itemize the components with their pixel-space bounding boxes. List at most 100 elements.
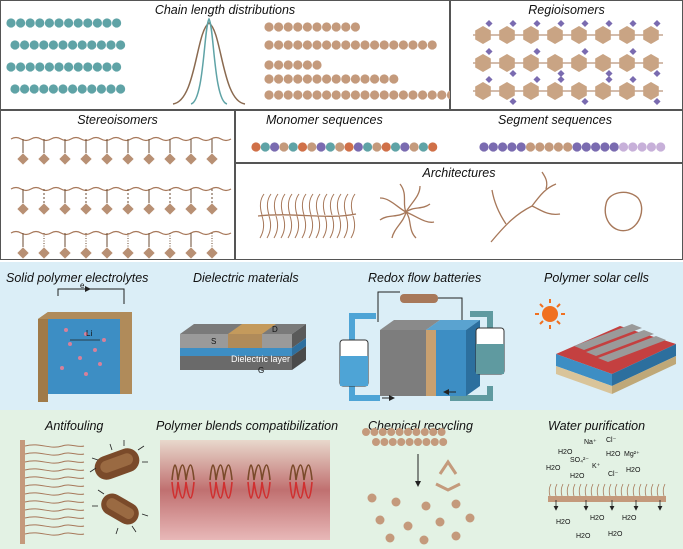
sequence-bead <box>390 142 401 152</box>
stereo-center <box>80 153 92 165</box>
substituent <box>509 19 517 28</box>
dielectric-layer-label: Dielectric layer <box>231 354 290 364</box>
bead <box>29 40 39 50</box>
substituent <box>509 69 517 78</box>
bead <box>96 40 106 50</box>
h2o-label: H2O <box>558 449 573 456</box>
substituent <box>557 19 565 28</box>
stereo-center <box>143 203 155 215</box>
bead <box>380 438 389 446</box>
bead <box>398 90 408 100</box>
panel-title-monomer-sequences: Monomer sequences <box>266 113 383 127</box>
bead <box>44 62 55 72</box>
substituent <box>605 19 613 28</box>
bead <box>397 438 406 446</box>
bead <box>16 18 26 28</box>
monomer-hexagon <box>499 26 515 44</box>
bead <box>379 90 389 100</box>
bead <box>395 428 404 436</box>
bead <box>408 90 418 100</box>
bead <box>418 40 428 50</box>
segment-bead <box>618 142 629 152</box>
bead <box>312 22 322 32</box>
monomer-bead <box>367 493 377 503</box>
substituent <box>581 19 589 28</box>
bead <box>274 60 284 70</box>
so4-label: SO₄²⁻ <box>570 457 589 464</box>
electrolyte-cell <box>38 286 132 402</box>
bead <box>341 74 351 84</box>
stereo-center <box>206 203 218 215</box>
bead <box>293 22 303 32</box>
bead <box>293 40 303 50</box>
bead <box>350 40 360 50</box>
stereo-center <box>101 153 113 165</box>
sequence-bead <box>381 142 391 152</box>
source-label: S <box>211 337 216 346</box>
bead <box>331 40 341 50</box>
sequence-bead <box>270 142 280 152</box>
bead <box>360 40 370 50</box>
energy-diagrams: e Li S D Dielectric layer G <box>38 281 676 402</box>
sequence-bead <box>363 142 373 152</box>
bead <box>87 40 97 50</box>
segment-bead <box>479 142 489 152</box>
bead <box>322 90 332 100</box>
bead <box>48 40 59 50</box>
stereo-center <box>59 153 71 165</box>
bead <box>350 74 360 84</box>
bead <box>322 40 332 50</box>
bead <box>274 22 284 32</box>
bead <box>58 40 68 50</box>
stereo-center <box>143 247 155 259</box>
bead <box>29 84 39 94</box>
bead <box>39 40 49 50</box>
segment-bead <box>572 142 582 152</box>
segment-bead <box>535 142 545 152</box>
bead <box>283 74 293 84</box>
bead <box>360 90 370 100</box>
panel-stereoisomers: Stereoisomers <box>0 110 235 260</box>
gate-label: G <box>258 366 264 375</box>
sequence-bead <box>307 142 317 152</box>
monomer-hexagon <box>523 82 539 100</box>
segment-bead <box>553 142 563 152</box>
blend-chain-top <box>247 464 271 481</box>
solar-cell <box>535 299 676 394</box>
h2o-label: H2O <box>622 515 637 522</box>
stereo-center <box>17 203 29 215</box>
substituent <box>557 69 565 78</box>
architecture-diagram <box>257 171 643 243</box>
bead <box>350 22 360 32</box>
bead <box>341 22 351 32</box>
bead <box>312 60 322 70</box>
monomer-hexagon <box>523 26 539 44</box>
teal-bead-chains <box>6 18 126 94</box>
bead <box>283 40 293 50</box>
bead <box>6 62 16 72</box>
label-water-purification: Water purification <box>548 419 646 433</box>
ion-labels: H2O Na⁺ Cl⁻ SO₄²⁻ H2O Mg²⁺ H2O K⁺ Cl⁻ H2… <box>546 437 641 540</box>
star-polymer <box>379 183 435 239</box>
stereo-center <box>206 247 218 259</box>
stereo-center <box>101 247 113 259</box>
bead <box>404 428 412 436</box>
bacterium-top <box>94 448 140 480</box>
label-dielectric-materials: Dielectric materials <box>193 271 299 285</box>
segment-bead <box>498 142 508 152</box>
monomer-bead <box>403 521 413 531</box>
stereo-center <box>59 203 71 215</box>
bead <box>331 90 341 100</box>
stereo-center <box>38 153 50 165</box>
monomer-hexagon <box>475 82 491 100</box>
blend-chain-top <box>209 464 233 481</box>
bead <box>312 90 322 100</box>
antifouling-surface <box>20 440 25 544</box>
substituent <box>557 75 565 84</box>
bead <box>293 74 303 84</box>
bead <box>398 40 408 50</box>
bead <box>87 84 97 94</box>
bead <box>54 62 64 72</box>
bead <box>420 428 429 436</box>
bead <box>370 74 380 84</box>
